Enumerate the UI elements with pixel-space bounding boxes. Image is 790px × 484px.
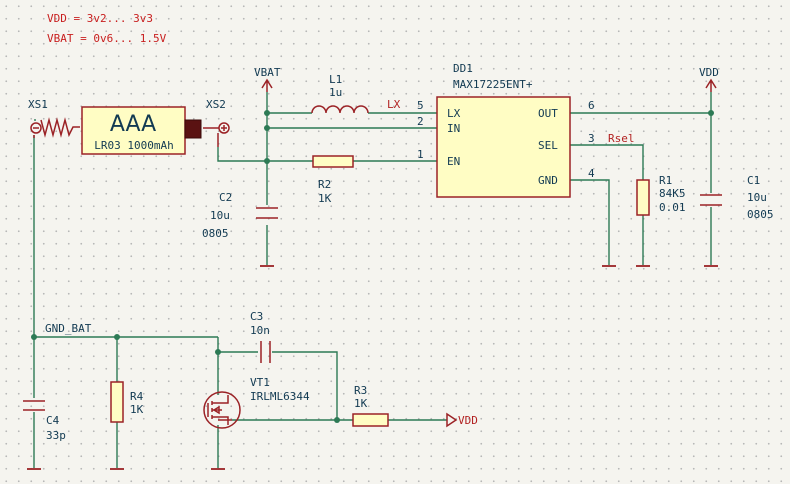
svg-text:VDD: VDD — [458, 414, 478, 427]
svg-text:SEL: SEL — [538, 139, 558, 152]
svg-text:VT1: VT1 — [250, 376, 270, 389]
svg-text:10u: 10u — [747, 191, 767, 204]
resistor-r1: R1 84K5 0.01 — [636, 174, 686, 216]
svg-text:R4: R4 — [130, 390, 144, 403]
svg-text:L1: L1 — [329, 73, 342, 86]
svg-text:0.01: 0.01 — [659, 201, 686, 214]
svg-text:6: 6 — [588, 99, 595, 112]
svg-text:LX: LX — [447, 107, 461, 120]
svg-text:IRLML6344: IRLML6344 — [250, 390, 310, 403]
svg-text:5: 5 — [417, 99, 424, 112]
net-label-lx: LX — [387, 98, 401, 111]
inductor-l1: L1 1u — [311, 73, 369, 114]
capacitor-c2: C2 10u 0805 — [202, 191, 278, 240]
svg-text:1K: 1K — [318, 192, 332, 205]
svg-text:XS1: XS1 — [28, 98, 48, 111]
svg-text:VBAT: VBAT — [254, 66, 281, 79]
mosfet-vt1: VT1 IRLML6344 — [203, 376, 310, 429]
junctions — [31, 110, 714, 423]
resistor-r4: R4 1K — [110, 381, 144, 423]
note-vdd: VDD = 3v2... 3v3 — [47, 12, 153, 25]
svg-text:10u: 10u — [210, 209, 230, 222]
ic-ref: DD1 — [453, 62, 473, 75]
svg-text:GND: GND — [538, 174, 558, 187]
ic-part: MAX17225ENT+ — [453, 78, 533, 91]
svg-text:OUT: OUT — [538, 107, 558, 120]
ic-dd1: DD1 MAX17225ENT+ LX IN EN OUT SEL GND 5 … — [417, 62, 595, 198]
svg-text:1: 1 — [417, 148, 424, 161]
capacitor-c1: C1 10u 0805 — [700, 174, 774, 221]
svg-text:R2: R2 — [318, 178, 331, 191]
wires — [33, 92, 712, 468]
battery-contact-xs2: XS2 — [203, 98, 230, 147]
net-label-gnd-bat: GND_BAT — [45, 322, 92, 335]
svg-text:R3: R3 — [354, 384, 367, 397]
battery-model: LR03 1000mAh — [94, 139, 173, 152]
battery-label: AAA — [110, 112, 156, 137]
svg-text:33p: 33p — [46, 429, 66, 442]
ground-symbols — [27, 265, 718, 470]
svg-text:EN: EN — [447, 155, 460, 168]
svg-text:4: 4 — [588, 167, 595, 180]
battery-aaa: AAA LR03 1000mAh — [81, 106, 202, 155]
vdd-output-arrow: VDD — [446, 412, 478, 428]
note-vbat: VBAT = 0v6... 1.5V — [47, 32, 167, 45]
svg-text:C3: C3 — [250, 310, 263, 323]
capacitor-c3: C3 10n — [250, 310, 271, 363]
battery-contact-xs1: XS1 — [28, 98, 80, 138]
vbat-power-symbol: VBAT — [254, 66, 281, 92]
svg-text:10n: 10n — [250, 324, 270, 337]
svg-text:0805: 0805 — [747, 208, 774, 221]
vdd-power-symbol-top: VDD — [699, 66, 719, 92]
svg-text:IN: IN — [447, 122, 460, 135]
svg-text:XS2: XS2 — [206, 98, 226, 111]
svg-text:1K: 1K — [130, 403, 144, 416]
svg-text:C4: C4 — [46, 414, 60, 427]
net-label-rsel: Rsel — [608, 132, 635, 145]
resistor-r2: R2 1K — [312, 155, 354, 205]
svg-text:0805: 0805 — [202, 227, 229, 240]
svg-text:3: 3 — [588, 132, 595, 145]
svg-text:1u: 1u — [329, 86, 342, 99]
svg-text:1K: 1K — [354, 397, 368, 410]
svg-text:C2: C2 — [219, 191, 232, 204]
svg-text:VDD: VDD — [699, 66, 719, 79]
svg-text:C1: C1 — [747, 174, 760, 187]
resistor-r3: R3 1K — [352, 384, 389, 427]
capacitor-c4: C4 33p — [23, 400, 66, 442]
svg-text:84K5: 84K5 — [659, 187, 686, 200]
svg-text:R1: R1 — [659, 174, 672, 187]
svg-text:2: 2 — [417, 115, 424, 128]
